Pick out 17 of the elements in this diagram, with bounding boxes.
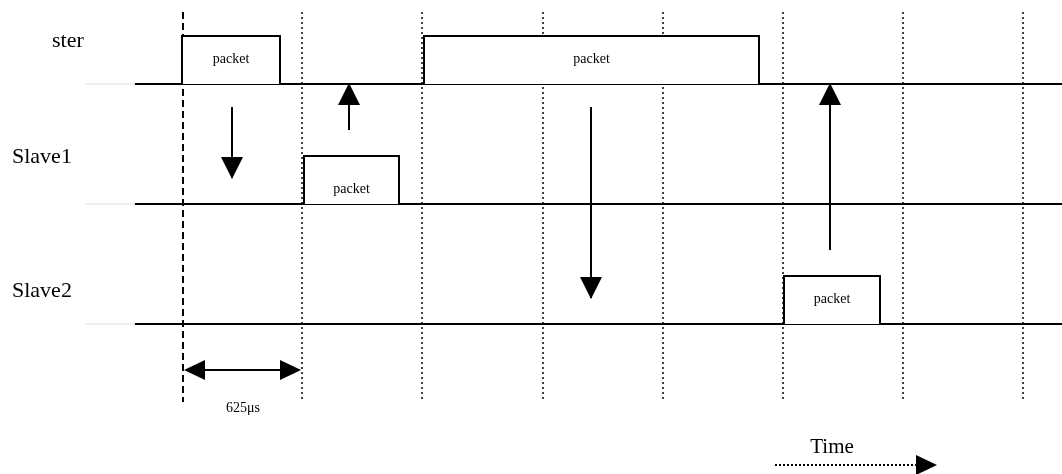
arrow — [221, 106, 243, 179]
arrow — [819, 83, 841, 251]
packet-box — [181, 35, 281, 84]
packet-box — [423, 35, 760, 84]
packet-label: packet — [332, 181, 371, 197]
row-label: Slave2 — [12, 278, 72, 302]
packet-label: packet — [812, 291, 852, 307]
row-label: ster — [52, 28, 84, 52]
arrow — [580, 106, 602, 299]
axis-label: Time — [810, 435, 854, 457]
packet-label: packet — [211, 51, 251, 67]
packet-box — [303, 155, 400, 204]
packet-box — [783, 275, 881, 324]
packet-label: packet — [572, 51, 611, 67]
arrow — [338, 83, 360, 131]
row-label: Slave1 — [12, 144, 72, 168]
dimension-label: 625μs — [226, 401, 260, 415]
